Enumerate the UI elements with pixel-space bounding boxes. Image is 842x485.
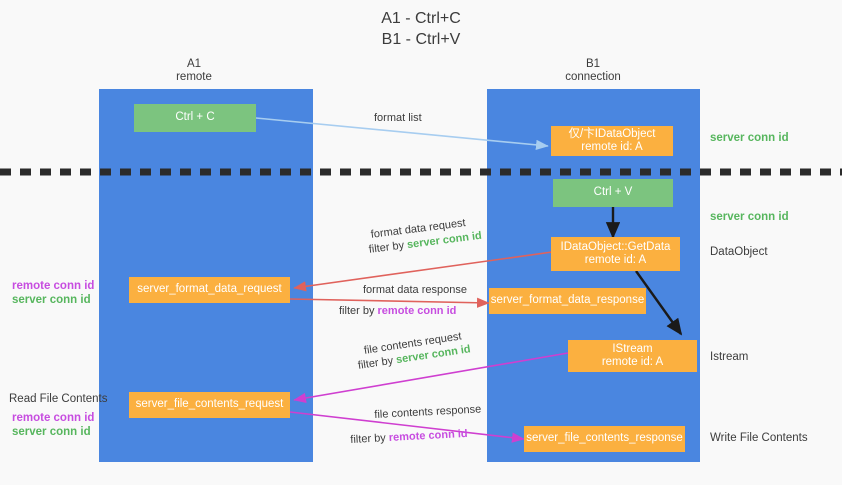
lane-header-b1: B1 connection bbox=[565, 58, 621, 83]
node-ctrl-c[interactable]: Ctrl + C bbox=[134, 104, 256, 132]
side-label-dataobject: DataObject bbox=[710, 246, 768, 258]
edge-label-format-list: format list bbox=[374, 112, 422, 124]
side-label-server-conn-id-lower: server conn id bbox=[12, 426, 91, 438]
filter-prefix-text: filter by bbox=[350, 431, 390, 446]
node-istream[interactable]: IStream remote id: A bbox=[568, 340, 697, 372]
side-label-read-file-contents: Read File Contents bbox=[9, 393, 108, 405]
side-label-write-file-contents: Write File Contents bbox=[710, 432, 808, 444]
filter-prefix-text: filter by bbox=[357, 354, 398, 372]
node-ctrl-v[interactable]: Ctrl + V bbox=[553, 179, 673, 207]
side-label-remote-conn-id-upper: remote conn id bbox=[12, 280, 95, 292]
node-idataobject-getdata[interactable]: IDataObject::GetData remote id: A bbox=[551, 237, 680, 271]
side-label-server-conn-id-upper: server conn id bbox=[12, 294, 91, 306]
lane-header-a1: A1 remote bbox=[176, 58, 212, 83]
page-title: A1 - Ctrl+C B1 - Ctrl+V bbox=[381, 10, 461, 48]
edge-label-format-data-response: format data response bbox=[363, 284, 467, 296]
node-server-file-contents-response[interactable]: server_file_contents_response bbox=[524, 426, 685, 452]
side-label-server-conn-id-top: server conn id bbox=[710, 132, 789, 144]
node-server-file-contents-request[interactable]: server_file_contents_request bbox=[129, 392, 290, 418]
filter-key-remote-conn-id: remote conn id bbox=[377, 305, 457, 317]
side-label-server-conn-id-second: server conn id bbox=[710, 211, 789, 223]
filter-prefix-text: filter by bbox=[339, 305, 378, 317]
filter-prefix-text: filter by bbox=[368, 239, 408, 256]
edge-label-file-contents-response: file contents response bbox=[374, 403, 482, 421]
arrow-format-data-response bbox=[289, 297, 490, 308]
side-label-istream: Istream bbox=[710, 351, 749, 363]
filter-key-remote-conn-id: remote conn id bbox=[388, 427, 468, 444]
node-server-format-data-request[interactable]: server_format_data_request bbox=[129, 277, 290, 303]
edge-label-format-data-response-filter: filter by remote conn id bbox=[339, 304, 456, 318]
node-server-format-data-response[interactable]: server_format_data_response bbox=[489, 288, 646, 314]
side-label-remote-conn-id-lower: remote conn id bbox=[12, 412, 95, 424]
node-idataobject-top[interactable]: 仅/卞IDataObject remote id: A bbox=[551, 126, 673, 156]
edge-label-file-contents-response-filter: filter by remote conn id bbox=[350, 427, 468, 447]
